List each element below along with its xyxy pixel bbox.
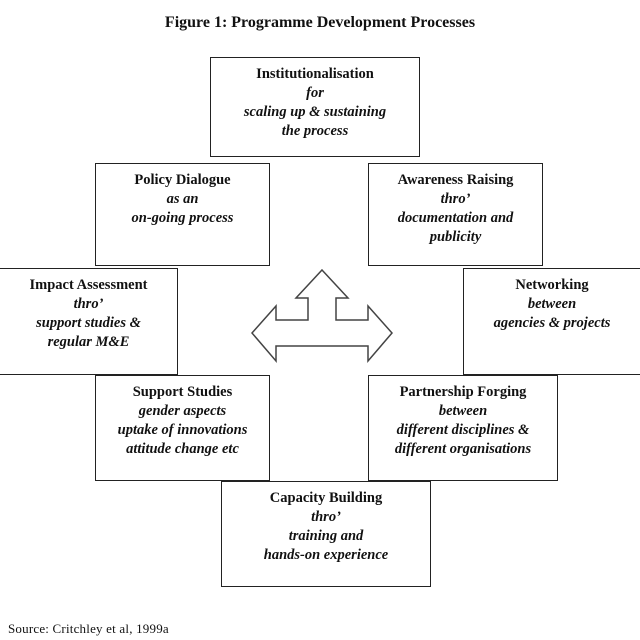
figure-title: Figure 1: Programme Development Processe… [164,14,476,31]
networking-line-1: between [527,296,577,312]
institutionalisation-box: Institutionalisation for scaling up & su… [210,57,420,157]
awareness-raising-line-2: documentation and [397,210,514,226]
awareness-raising-line-1: thro’ [440,191,471,207]
networking-line-2: agencies & projects [493,315,611,331]
capacity-building-line-1: thro’ [311,509,341,525]
support-studies-box: Support Studies gender aspects uptake of… [95,375,270,481]
partnership-forging-heading: Partnership Forging [399,384,527,400]
policy-dialogue-box: Policy Dialogue as an on-going process [95,163,270,266]
institutionalisation-line-1: for [306,85,324,101]
institutionalisation-heading: Institutionalisation [256,66,374,82]
impact-assessment-line-2: support studies & [36,315,141,331]
policy-dialogue-heading: Policy Dialogue [134,172,231,188]
support-studies-heading: Support Studies [132,384,233,400]
source-note: Source: Critchley et al, 1999a [8,621,169,636]
impact-assessment-heading: Impact Assessment [29,277,148,293]
support-studies-line-2: uptake of innovations [117,422,248,438]
impact-assessment-line-1: thro’ [73,296,104,312]
policy-dialogue-line-2: on-going process [131,210,234,226]
capacity-building-line-3: hands-on experience [263,547,389,563]
partnership-forging-line-2: different disciplines & [396,422,530,438]
networking-box: Networking between agencies & projects [463,268,640,375]
partnership-forging-line-1: between [438,403,488,419]
institutionalisation-line-2: scaling up & sustaining [243,104,387,120]
institutionalisation-line-3: the process [281,123,349,139]
capacity-building-heading: Capacity Building [269,490,383,506]
policy-dialogue-line-1: as an [166,191,199,207]
support-studies-line-1: gender aspects [138,403,227,419]
awareness-raising-box: Awareness Raising thro’ documentation an… [368,163,543,266]
awareness-raising-line-3: publicity [429,229,482,245]
partnership-forging-line-3: different organisations [394,441,532,457]
partnership-forging-box: Partnership Forging between different di… [368,375,558,481]
impact-assessment-line-3: regular M&E [47,334,130,350]
capacity-building-box: Capacity Building thro’ training and han… [221,481,431,587]
awareness-raising-heading: Awareness Raising [397,172,514,188]
networking-heading: Networking [515,277,589,293]
impact-assessment-box: Impact Assessment thro’ support studies … [0,268,178,375]
capacity-building-line-2: training and [288,528,364,544]
support-studies-line-3: attitude change etc [126,441,239,457]
